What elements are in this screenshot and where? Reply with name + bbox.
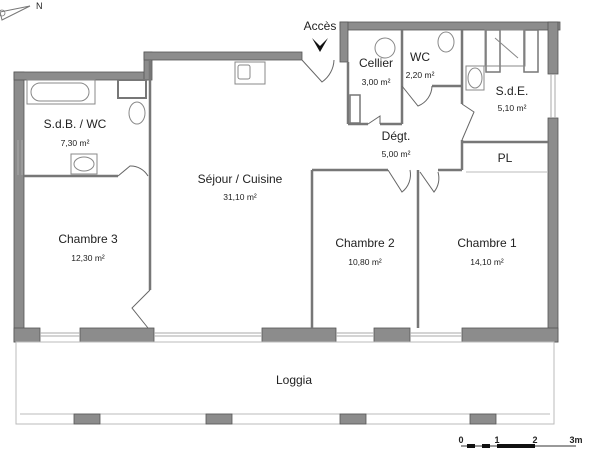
loggia-pillars [73,413,497,425]
scale-tick-2: 2 [532,435,537,445]
room-area-sdb: 7,30 m² [61,138,90,148]
room-name-chambre2: Chambre 2 [335,236,395,250]
scale-bar: 0 1 2 3m [458,435,583,448]
room-area-degt: 5,00 m² [382,149,411,159]
interior-walls [24,29,548,328]
room-name-loggia: Loggia [276,373,312,387]
water-heater-icon [374,37,396,59]
windows [17,74,556,337]
room-labels: S.d.B. / WC 7,30 m² Séjour / Cuisine 31,… [44,50,529,387]
room-area-chambre1: 14,10 m² [470,257,504,267]
loggia-outline [15,341,555,425]
exterior-walls [13,21,561,343]
room-name-sdb: S.d.B. / WC [44,117,107,131]
doors [117,59,475,329]
room-name-chambre1: Chambre 1 [457,236,517,250]
north-arrow-icon: N [0,1,43,21]
scale-tick-1: 1 [494,435,499,445]
scale-tick-3: 3m [569,435,582,445]
bathtub-icon [26,79,96,105]
room-name-sejour: Séjour / Cuisine [198,172,283,186]
room-name-cellier: Cellier [359,56,393,70]
room-name-chambre3: Chambre 3 [58,232,118,246]
room-name-pl: PL [498,151,513,165]
washbasin-icon [465,65,485,91]
sink-icon [70,153,98,175]
room-name-wc: WC [410,50,430,64]
fixtures [26,29,526,175]
room-area-chambre2: 10,80 m² [348,257,382,267]
scale-tick-0: 0 [458,435,463,445]
room-area-chambre3: 12,30 m² [71,253,105,263]
room-area-cellier: 3,00 m² [362,77,391,87]
entrance-arrow-icon [312,38,328,52]
room-area-sejour: 31,10 m² [223,192,257,202]
north-label: N [36,1,43,11]
room-area-sde: 5,10 m² [498,103,527,113]
room-area-wc: 2,20 m² [406,70,435,80]
room-name-degt: Dégt. [382,129,411,143]
entrance-label: Accès [304,19,337,33]
room-name-sde: S.d.E. [496,84,529,98]
kitchen-sink-icon [234,61,266,85]
toilet-icon [128,101,146,125]
wc-toilet-icon [437,31,455,53]
shower-icon [484,29,526,67]
